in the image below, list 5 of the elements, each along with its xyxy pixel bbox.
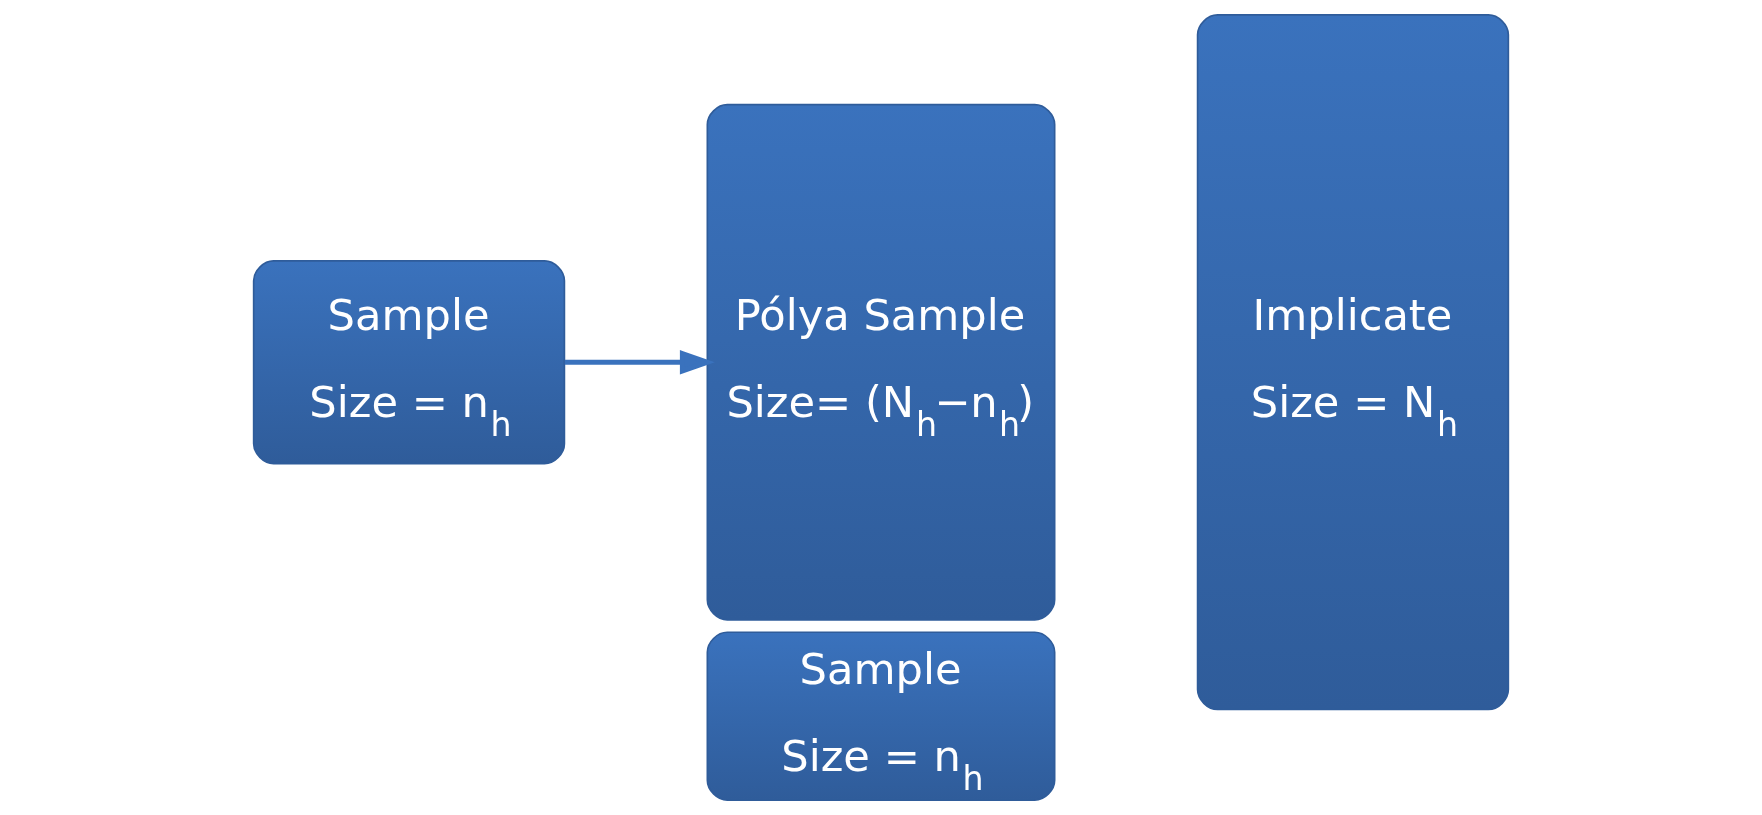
node-box: Sample Size = n$_{h}$ [252,260,566,465]
arrow [564,349,715,375]
node-box: Implicate Size = N$_{h}$ [1196,14,1510,711]
node-box: Pólya Sample Size= (N$_{h}$−n$_{h}$) [706,103,1056,621]
node-box: Sample Size = n$_{h}$ [706,631,1056,801]
